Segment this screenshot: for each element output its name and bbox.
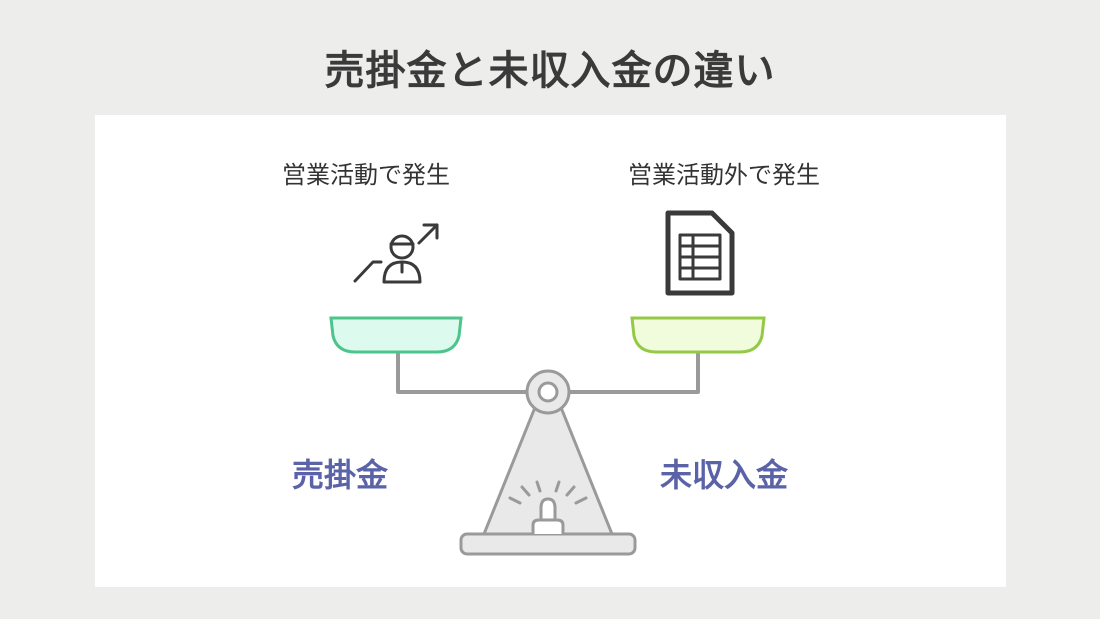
right-caption: 営業活動外で発生 (628, 161, 820, 189)
right-term-label: 未収入金 (660, 456, 789, 494)
left-term-label: 売掛金 (292, 456, 389, 494)
business-growth-icon (353, 223, 439, 284)
scale-base (459, 532, 637, 556)
left-caption: 営業活動で発生 (282, 161, 450, 189)
pivot-center (537, 381, 559, 403)
left-pan (329, 316, 463, 354)
page-title: 売掛金と未収入金の違い (324, 48, 776, 94)
spreadsheet-document-icon (665, 210, 735, 296)
right-pan (630, 316, 766, 354)
gauge-indicator (508, 480, 588, 536)
